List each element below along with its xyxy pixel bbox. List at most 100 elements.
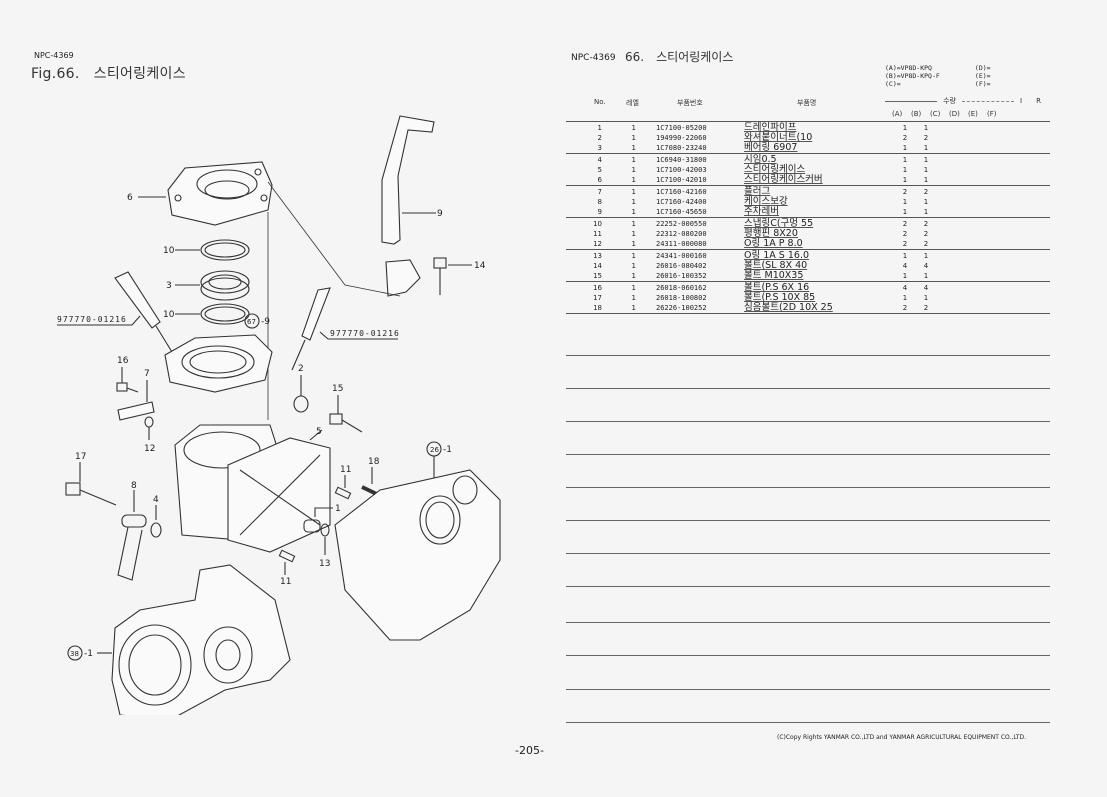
part-name: 플러그 [744, 186, 771, 197]
header-part-number: 부품번호 [677, 99, 703, 107]
figure-name: 스티어링케이스 [93, 66, 186, 82]
part-number: 24341-000160 [656, 252, 707, 260]
blank-rule [566, 722, 1050, 723]
part-number: 26016-100352 [656, 272, 707, 280]
model-f: (F)= [974, 80, 991, 88]
header-quantity: 수량 IR [885, 96, 1055, 106]
part-no: 9 [597, 208, 602, 216]
blank-rule [566, 454, 1050, 455]
header-model-e: (E) [968, 110, 978, 118]
part-column: 1 [631, 240, 636, 248]
part-no: 16 [593, 284, 602, 292]
qty-b: 1 [923, 252, 929, 260]
header-model-a: (A) [892, 110, 903, 118]
header-column: 레엘 [626, 99, 639, 107]
exploded-parts-diagram: 6 9 10 3 14 10 67 -9 977770-01216 977770… [57, 115, 501, 715]
qty-a: 1 [902, 272, 908, 280]
qty-a: 2 [902, 304, 908, 312]
part-no: 8 [597, 198, 602, 206]
part-13-o-ring [320, 523, 330, 537]
blank-rule [566, 487, 1050, 488]
qty-a: 1 [902, 124, 908, 132]
part-number: 24311-000080 [656, 240, 707, 248]
callout-26-suffix: -1 [443, 445, 452, 455]
part-column: 1 [631, 252, 636, 260]
callout-7: 7 [144, 369, 150, 379]
part-name: 스티어링케이스 [744, 164, 806, 175]
header-model-f: (F) [987, 110, 997, 118]
part-number: 26018-060162 [656, 284, 707, 292]
part-16-bolt [116, 382, 139, 393]
part-number: 1C7100-05200 [656, 124, 707, 132]
part-no: 2 [597, 134, 602, 142]
callout-67-suffix: -9 [261, 317, 270, 327]
part-number: 26018-100802 [656, 294, 707, 302]
sealant-tube-right [291, 287, 331, 371]
blank-rule [566, 689, 1050, 690]
part-17-bolt [65, 482, 117, 506]
callout-13: 13 [319, 559, 330, 569]
qty-b: 2 [923, 134, 929, 142]
part-name: 볼트 M10X35 [744, 270, 804, 281]
blank-rule [566, 388, 1050, 389]
right-page-code: NPC-4369 [571, 53, 616, 63]
part-number: 22252-000550 [656, 220, 707, 228]
qty-b: 2 [923, 304, 929, 312]
header-quantity-label: 수량 [943, 97, 956, 105]
header-model-c: (C) [930, 110, 941, 118]
header-no: No. [594, 98, 606, 106]
qty-a: 1 [902, 208, 908, 216]
callout-38-suffix: -1 [84, 649, 93, 659]
part-3-bearing [200, 270, 250, 301]
part-no: 5 [597, 166, 602, 174]
callout-5: 5 [316, 427, 322, 437]
callout-67: 67 [247, 318, 256, 326]
part-name: 볼트(SL 8X 40 [744, 260, 808, 271]
part-38-housing [111, 564, 291, 715]
model-e: (E)= [974, 72, 991, 80]
header-i: I [1020, 97, 1037, 105]
part-no: 6 [597, 176, 602, 184]
part-number: 1C7160-42160 [656, 188, 707, 196]
callout-sealant-right: 977770-01216 [330, 329, 400, 338]
part-column: 1 [631, 208, 636, 216]
callout-18: 18 [368, 457, 380, 467]
part-name: 시임0.5 [744, 154, 777, 165]
part-column: 1 [631, 272, 636, 280]
blank-rule [566, 622, 1050, 623]
part-name: 케이스보강 [744, 196, 788, 207]
part-no: 11 [593, 230, 602, 238]
part-no: 10 [593, 220, 602, 228]
quantity-rule-left [885, 100, 938, 102]
model-legend: (A)=VP8D-KPQ (B)=VP8D-KPQ-F (C)= (D)= (E… [885, 64, 991, 88]
part-number: 26016-080402 [656, 262, 707, 270]
section-name: 스티어링케이스 [656, 50, 734, 64]
part-column: 1 [631, 284, 636, 292]
callout-17: 17 [75, 452, 86, 462]
part-name: 스티어링케이스커버 [744, 174, 823, 185]
callout-sealant-left: 977770-01216 [57, 315, 127, 324]
part-no: 12 [593, 240, 602, 248]
qty-b: 2 [923, 188, 929, 196]
qty-a: 1 [902, 156, 908, 164]
qty-a: 1 [902, 176, 908, 184]
callout-38: 38 [70, 650, 79, 658]
callout-14: 14 [474, 261, 486, 271]
header-model-d: (D) [949, 110, 960, 118]
quantity-rule-right [961, 100, 1015, 102]
qty-a: 1 [902, 294, 908, 302]
